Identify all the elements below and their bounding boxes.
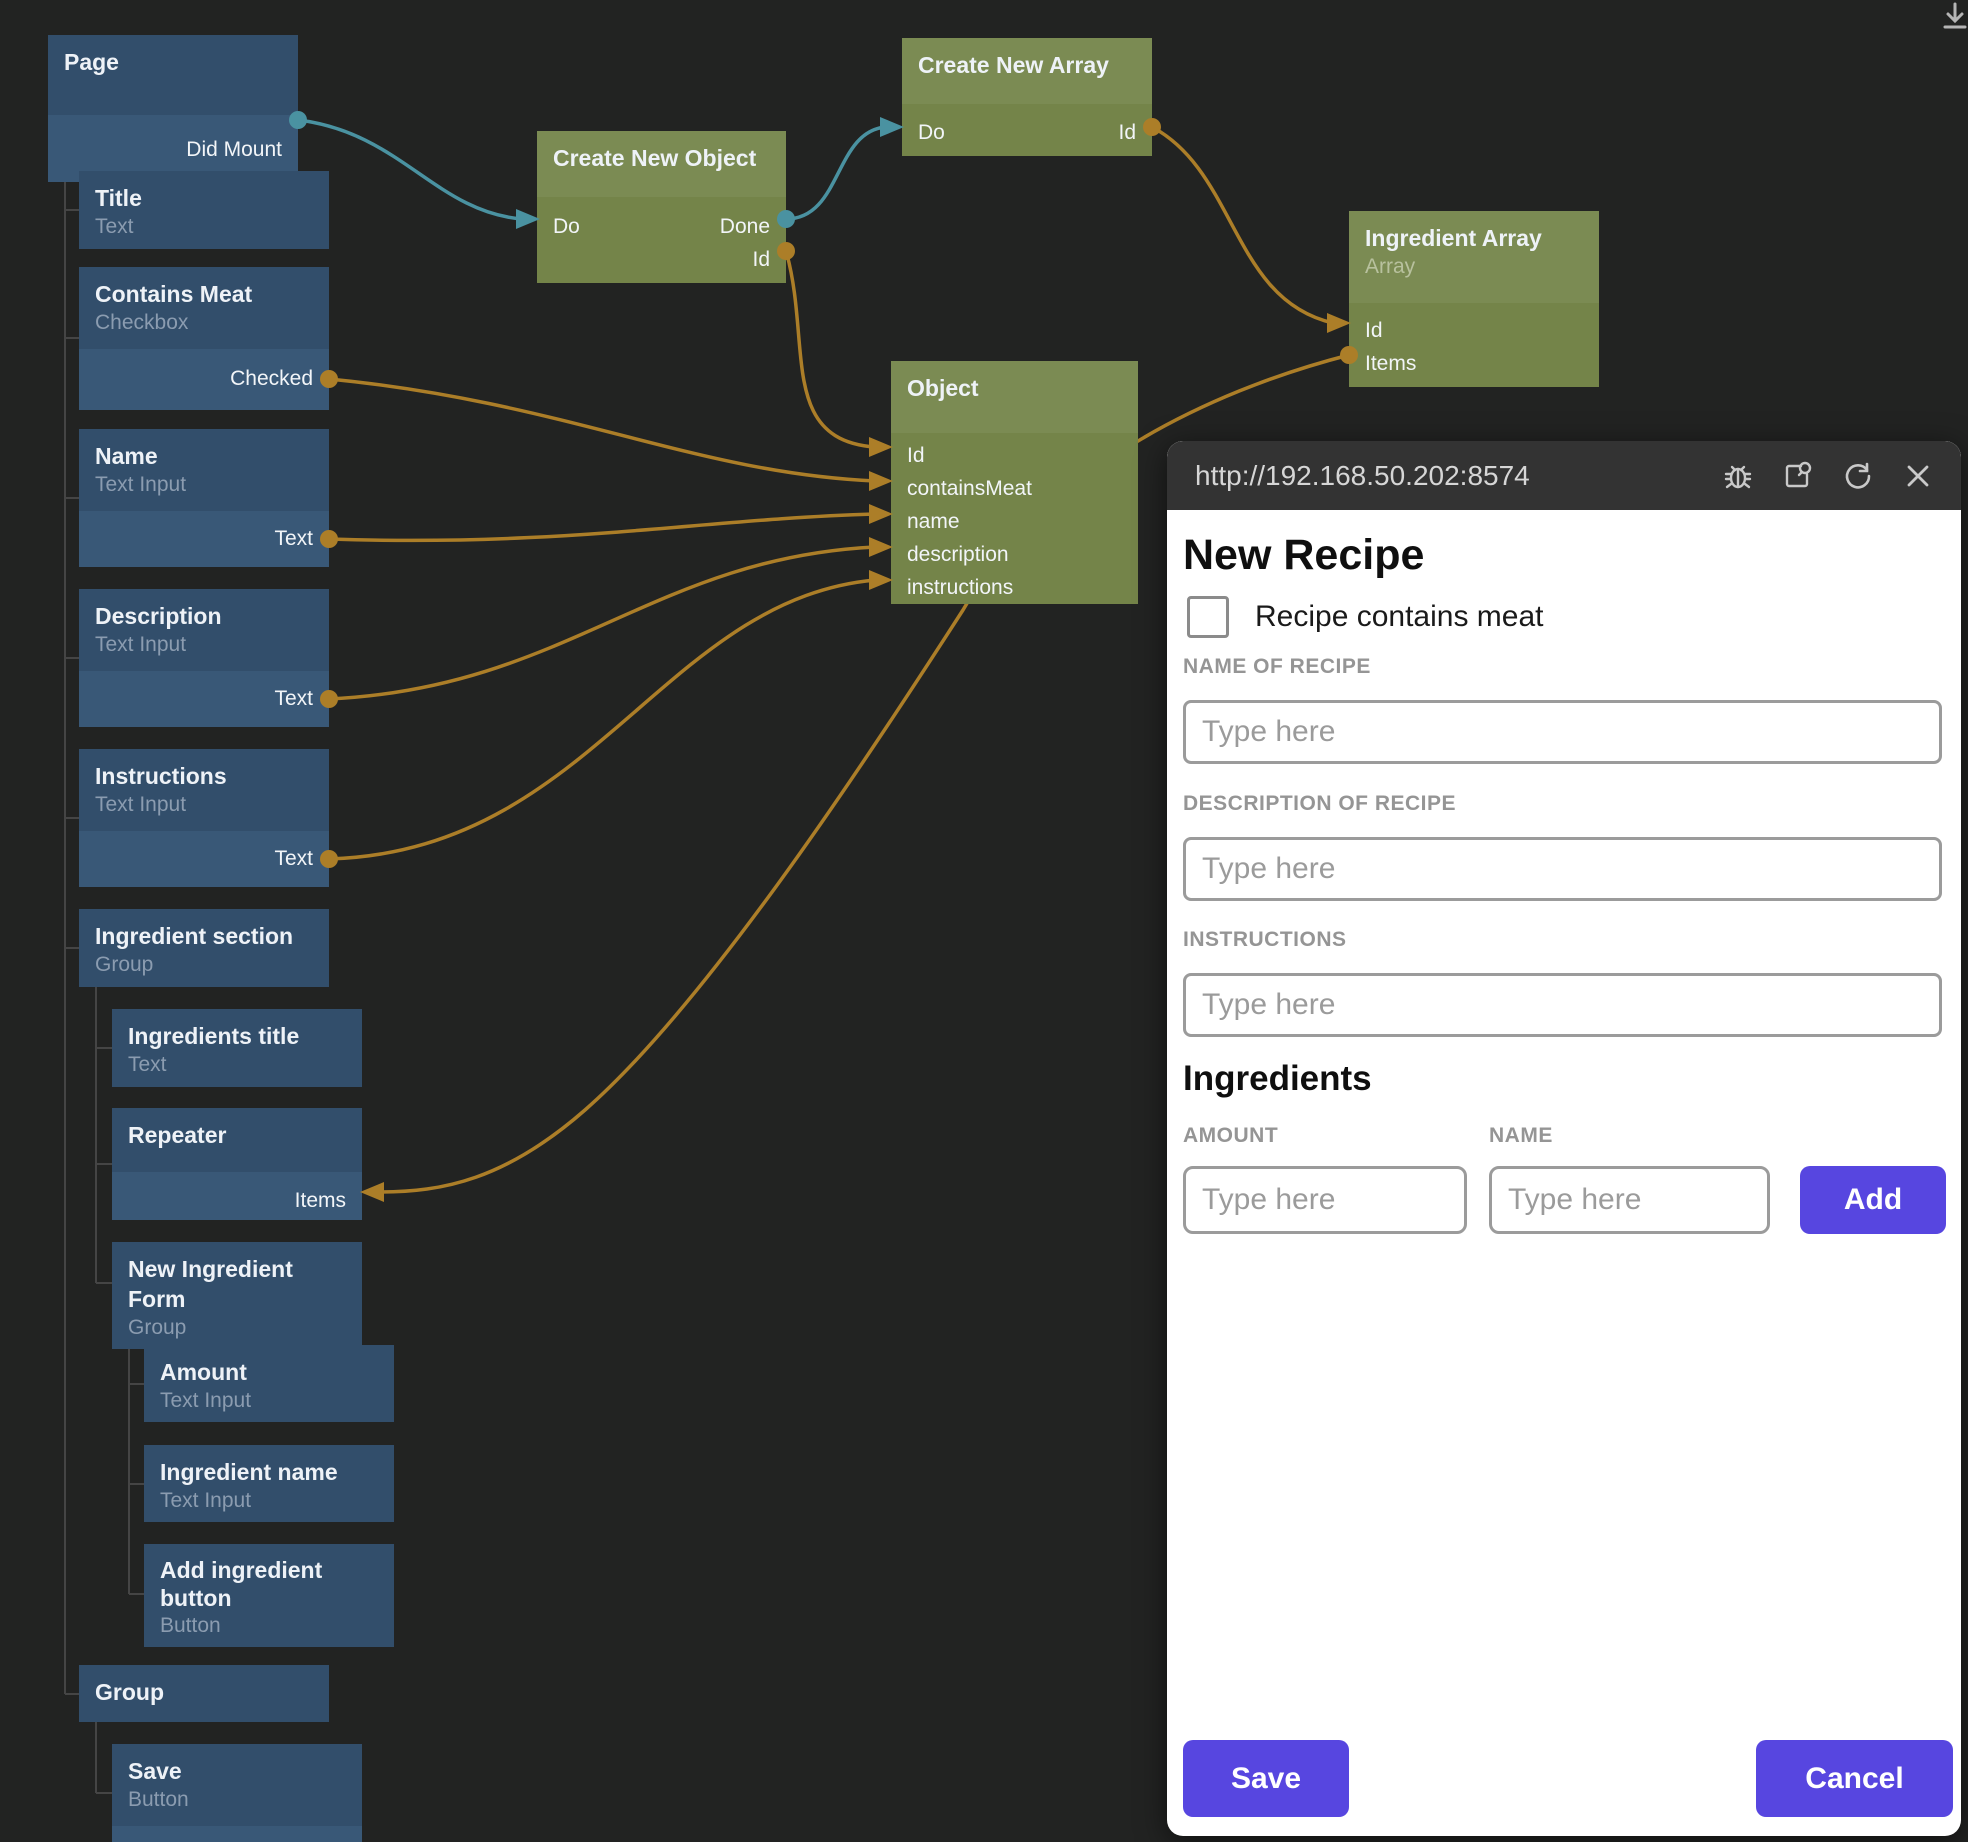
port-text[interactable]: Text: [274, 526, 313, 550]
arrow-object-id: [869, 437, 893, 457]
edge-objectid: [784, 250, 876, 449]
node-add-ingredient-button[interactable]: Add ingredient button Button: [144, 1544, 394, 1647]
recipe-name-input[interactable]: [1183, 700, 1942, 764]
node-ingredient-section[interactable]: Ingredient section Group: [79, 909, 329, 987]
edge-nametext: [328, 512, 876, 543]
node-object[interactable]: Object Id containsMeat name description …: [891, 361, 1138, 604]
edge-done-to-arraydo: [785, 125, 887, 221]
arrow-name: [869, 504, 893, 524]
preview-url-bar: http://192.168.50.202:8574: [1167, 441, 1961, 510]
arrow-ingredient-array-id: [1327, 313, 1351, 333]
port-items[interactable]: Items: [294, 1188, 346, 1212]
contains-meat-row: Recipe contains meat: [1183, 596, 1942, 638]
recipe-instructions-input[interactable]: [1183, 973, 1942, 1037]
port-id[interactable]: Id: [1118, 120, 1136, 144]
ingredients-heading: Ingredients: [1183, 1059, 1372, 1098]
port-containsmeat[interactable]: containsMeat: [907, 476, 1032, 500]
port-description[interactable]: description: [907, 542, 1009, 566]
node-name[interactable]: Name Text Input Text: [79, 429, 329, 567]
preview-panel: http://192.168.50.202:8574 New Recipe: [1167, 441, 1961, 1836]
node-create-new-array[interactable]: Create New Array Do Id: [902, 38, 1152, 156]
node-ingredient-array[interactable]: Ingredient Array Array Id Items: [1349, 211, 1599, 387]
page-title: New Recipe: [1183, 531, 1425, 579]
node-page[interactable]: Page Did Mount: [48, 35, 298, 182]
edge-didmount-to-do: [297, 118, 523, 221]
node-title: Page: [64, 49, 119, 75]
edge-checked: [328, 377, 876, 483]
port-row: Do Done: [537, 210, 786, 243]
refresh-icon[interactable]: [1841, 459, 1875, 493]
ingredient-name-label: NAME: [1489, 1124, 1553, 1147]
node-contains-meat[interactable]: Contains Meat Checkbox Checked: [79, 267, 329, 410]
node-title-text[interactable]: Title Text: [79, 171, 329, 249]
ingredient-name-input[interactable]: [1489, 1166, 1770, 1234]
open-preview-icon[interactable]: [1781, 459, 1815, 493]
node-amount[interactable]: Amount Text Input: [144, 1345, 394, 1422]
name-of-recipe-label: NAME OF RECIPE: [1183, 655, 1371, 678]
node-subtitle: Text: [95, 215, 134, 238]
node-new-ingredient-form[interactable]: New Ingredient Form Group: [112, 1242, 362, 1349]
node-repeater[interactable]: Repeater Items: [112, 1108, 362, 1220]
port-name[interactable]: name: [907, 509, 960, 533]
port-text[interactable]: Text: [274, 846, 313, 870]
recipe-description-input[interactable]: [1183, 837, 1942, 901]
cancel-button[interactable]: Cancel: [1756, 1740, 1953, 1817]
edge-arrayid: [1151, 125, 1334, 325]
port-items[interactable]: Items: [1365, 351, 1417, 375]
port-text[interactable]: Text: [274, 686, 313, 710]
port-do[interactable]: Do: [918, 120, 945, 144]
arrow-repeater-items: [360, 1182, 384, 1202]
close-icon[interactable]: [1901, 459, 1935, 493]
port-do[interactable]: Do: [553, 214, 580, 238]
recipe-contains-meat-checkbox[interactable]: [1187, 596, 1229, 638]
edge-instructionstext: [328, 578, 876, 861]
instructions-label: INSTRUCTIONS: [1183, 928, 1347, 951]
amount-label: AMOUNT: [1183, 1124, 1279, 1147]
url-text: http://192.168.50.202:8574: [1195, 459, 1530, 491]
arrow-containsmeat: [869, 471, 893, 491]
port-row: Do Id: [902, 116, 1152, 149]
node-ingredient-name[interactable]: Ingredient name Text Input: [144, 1445, 394, 1522]
node-ingredients-title[interactable]: Ingredients title Text: [112, 1009, 362, 1087]
download-icon[interactable]: [1943, 2, 1968, 36]
add-button[interactable]: Add: [1800, 1166, 1946, 1234]
edge-descriptiontext: [328, 545, 876, 701]
port-checked[interactable]: Checked: [230, 366, 313, 390]
ingredient-amount-input[interactable]: [1183, 1166, 1467, 1234]
node-create-new-object[interactable]: Create New Object Do Done Id: [537, 131, 786, 283]
node-description[interactable]: Description Text Input Text: [79, 589, 329, 727]
arrow-instructions: [869, 570, 893, 590]
arrow-array-do: [880, 117, 904, 137]
description-of-recipe-label: DESCRIPTION OF RECIPE: [1183, 792, 1457, 815]
arrow-description: [869, 537, 893, 557]
port-id[interactable]: Id: [752, 247, 770, 271]
port-instructions[interactable]: instructions: [907, 575, 1014, 599]
port-did-mount[interactable]: Did Mount: [186, 137, 282, 161]
port-id[interactable]: Id: [1365, 318, 1383, 342]
node-group[interactable]: Group: [79, 1665, 329, 1722]
checkbox-label: Recipe contains meat: [1255, 600, 1544, 633]
port-id[interactable]: Id: [907, 443, 925, 467]
node-instructions[interactable]: Instructions Text Input Text: [79, 749, 329, 887]
port-done[interactable]: Done: [719, 214, 770, 238]
save-button[interactable]: Save: [1183, 1740, 1349, 1817]
debug-bug-icon[interactable]: [1721, 459, 1755, 493]
node-save[interactable]: Save Button: [112, 1744, 362, 1842]
